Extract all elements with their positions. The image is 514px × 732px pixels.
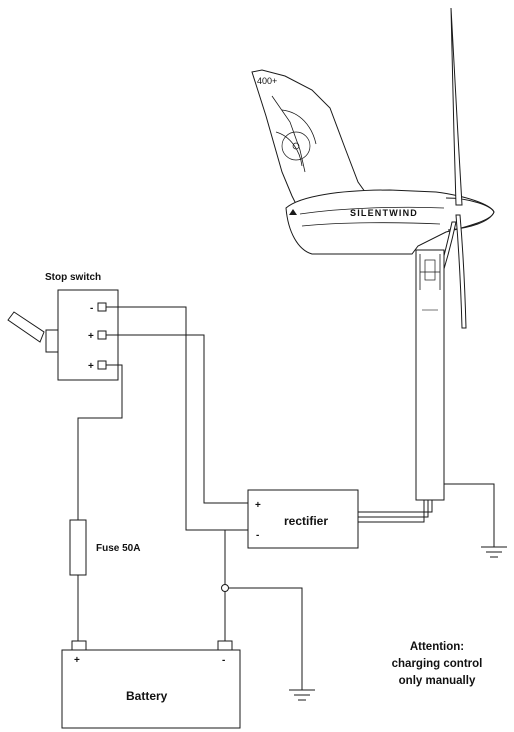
ground-icon (289, 689, 315, 701)
battery-plus-sign: + (74, 655, 80, 666)
tower-ground-icon (481, 546, 507, 558)
fuse-label: Fuse 50A (96, 543, 140, 554)
turbine-tail-fin (251, 69, 413, 213)
battery-minus-sign: - (222, 655, 225, 666)
battery-minus-terminal (217, 640, 233, 651)
wire-tower-1 (358, 500, 433, 513)
wires (77, 306, 495, 690)
turbine-blade-bottom (455, 214, 467, 329)
battery-box (61, 649, 241, 729)
switch-terminal-bottom-sign: + (88, 361, 94, 372)
wire-switch-plus (106, 334, 248, 504)
rectifier-label: rectifier (284, 514, 328, 528)
attention-line-3: only manually (399, 675, 476, 687)
turbine-tower (415, 249, 445, 501)
junction-node (221, 584, 229, 592)
wind-turbine (251, 7, 495, 501)
switch-terminal-mid-sign: + (88, 331, 94, 342)
wire-tower-ground (444, 483, 495, 547)
wire-tower-3 (358, 500, 425, 523)
turbine-blade-top (450, 7, 463, 206)
turbine-model-label: 400+ (257, 76, 277, 86)
stop-switch-label: Stop switch (45, 272, 101, 283)
fuse-icon (69, 519, 87, 576)
rectifier-plus-sign: + (255, 500, 261, 511)
switch-lever-icon (7, 311, 59, 353)
rectifier-minus-sign: - (256, 530, 259, 541)
battery-label: Battery (126, 689, 168, 703)
battery-plus-terminal (71, 640, 87, 651)
turbine-brand-label: SILENTWIND (350, 208, 418, 218)
wire-switch-minus (106, 306, 248, 531)
wire-tower-2 (358, 500, 429, 518)
rectifier-box (247, 489, 359, 549)
wire-switch-to-fuse (77, 364, 123, 520)
switch-terminal-top-sign: - (90, 303, 93, 314)
attention-line-1: Attention: (410, 641, 464, 653)
wire-to-ground (225, 587, 303, 690)
attention-line-2: charging control (392, 658, 483, 670)
